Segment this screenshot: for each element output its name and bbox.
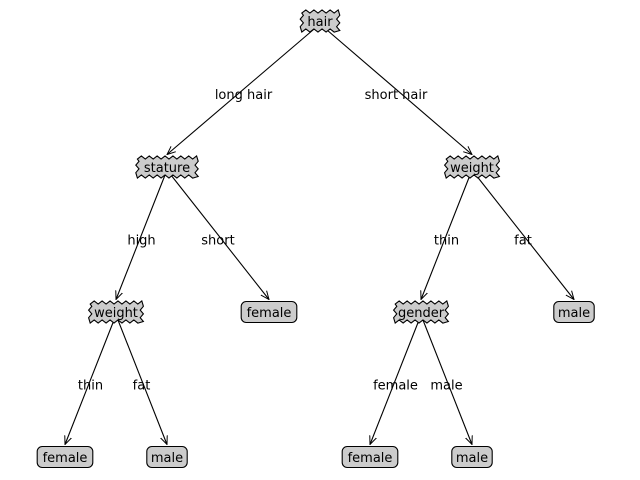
edge-label-weight_left-to-leaf_female_thin: thin	[78, 379, 103, 394]
decision-node-hair: hair	[299, 8, 341, 34]
decision-box	[87, 299, 145, 325]
decision-box	[299, 8, 341, 34]
node-label: male	[558, 306, 590, 321]
edge-arrow-gender-to-leaf_female_gender	[370, 314, 422, 445]
node-label: weight	[450, 161, 494, 176]
leaf-box	[36, 445, 94, 469]
edge-arrow-gender-to-leaf_male_gender	[420, 314, 472, 445]
edge-label-stature-to-weight_left: high	[127, 234, 155, 249]
leaf-node-leaf_male_fat_left: male	[146, 445, 188, 469]
edge-label-weight_right-to-gender: thin	[434, 234, 459, 249]
edge-label-stature-to-leaf_female_short: short	[201, 234, 234, 249]
leaf-box	[240, 300, 298, 324]
edge-layer: long hair short hair high short thin fat thin f…	[65, 23, 574, 445]
decision-node-weight_right: weight	[443, 154, 501, 180]
leaf-node-leaf_male_gender: male	[451, 445, 493, 469]
node-label: stature	[144, 161, 190, 176]
leaf-node-leaf_female_gender: female	[341, 445, 399, 469]
edge-arrow-stature-to-leaf_female_short	[166, 169, 269, 300]
edge-label-gender-to-leaf_male_gender: male	[430, 379, 462, 394]
edge-arrow-weight_left-to-leaf_female_thin	[65, 314, 117, 445]
edge-label-weight_right-to-leaf_male_fat_right: fat	[514, 234, 532, 249]
edge-arrow-weight_right-to-leaf_male_fat_right	[471, 169, 574, 300]
edge-arrow-hair-to-stature	[167, 23, 321, 155]
decision-box	[392, 299, 450, 325]
edge-label-gender-to-leaf_female_gender: female	[373, 379, 418, 394]
leaf-node-leaf_female_thin: female	[36, 445, 94, 469]
node-label: female	[247, 306, 292, 321]
edge-arrow-weight_right-to-gender	[421, 169, 473, 300]
edge-arrow-hair-to-weight_right	[319, 23, 472, 155]
edge-label-weight_left-to-leaf_male_fat_left: fat	[133, 379, 151, 394]
node-label: hair	[307, 15, 333, 30]
edge-arrow-weight_left-to-leaf_male_fat_left	[115, 314, 167, 445]
edge-label-hair-to-weight_right: short hair	[365, 88, 428, 103]
node-label: female	[43, 451, 88, 466]
edge-label-hair-to-stature: long hair	[215, 88, 273, 103]
leaf-box	[451, 445, 493, 469]
edge-arrow-stature-to-weight_left	[116, 169, 168, 300]
node-label: female	[348, 451, 393, 466]
leaf-box	[341, 445, 399, 469]
decision-node-gender: gender	[392, 299, 450, 325]
node-label: weight	[94, 306, 138, 321]
decision-box	[443, 154, 501, 180]
leaf-box	[146, 445, 188, 469]
node-label: male	[151, 451, 183, 466]
leaf-node-leaf_male_fat_right: male	[553, 300, 595, 324]
decision-node-stature: stature	[135, 154, 200, 180]
leaf-node-leaf_female_short: female	[240, 300, 298, 324]
decision-box	[135, 154, 200, 180]
node-label: male	[456, 451, 488, 466]
decision-node-weight_left: weight	[87, 299, 145, 325]
leaf-box	[553, 300, 595, 324]
node-label: gender	[398, 306, 445, 321]
